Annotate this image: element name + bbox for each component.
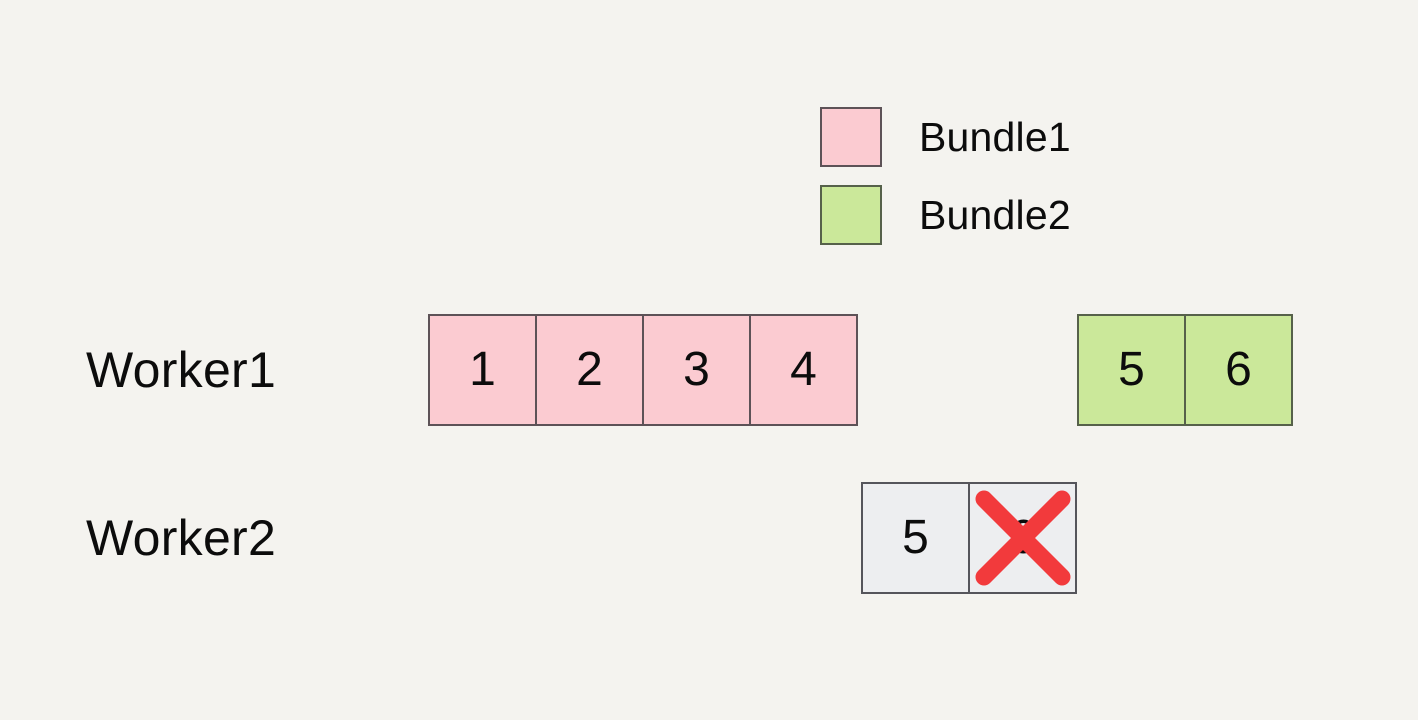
bundle1-block-worker1: 1 2 3 4 bbox=[428, 314, 858, 426]
task-cell: 5 bbox=[861, 482, 970, 594]
legend-item-bundle2: Bundle2 bbox=[820, 184, 1071, 246]
legend-label-bundle1: Bundle1 bbox=[919, 113, 1071, 160]
worker-label-worker2: Worker2 bbox=[86, 510, 277, 566]
worker-row-worker2: Worker2 5 6 bbox=[0, 482, 1418, 594]
legend: Bundle1 Bundle2 bbox=[820, 106, 1071, 246]
bundle2-swatch-icon bbox=[820, 185, 882, 245]
worker-row-worker1: Worker1 1 2 3 4 5 6 bbox=[0, 314, 1418, 426]
task-cell: 1 bbox=[428, 314, 537, 426]
task-cell: 2 bbox=[535, 314, 644, 426]
pending-block-worker2: 5 6 bbox=[861, 482, 1077, 594]
bundle2-block-worker1: 5 6 bbox=[1077, 314, 1293, 426]
task-cell-value: 6 bbox=[1009, 511, 1036, 564]
task-cell: 5 bbox=[1077, 314, 1186, 426]
task-cell-crossed-out: 6 bbox=[968, 482, 1077, 594]
worker-label-worker1: Worker1 bbox=[86, 342, 277, 398]
legend-label-bundle2: Bundle2 bbox=[919, 191, 1071, 238]
bundle1-swatch-icon bbox=[820, 107, 882, 167]
task-cell: 4 bbox=[749, 314, 858, 426]
task-cell: 3 bbox=[642, 314, 751, 426]
legend-item-bundle1: Bundle1 bbox=[820, 106, 1071, 168]
task-cell: 6 bbox=[1184, 314, 1293, 426]
